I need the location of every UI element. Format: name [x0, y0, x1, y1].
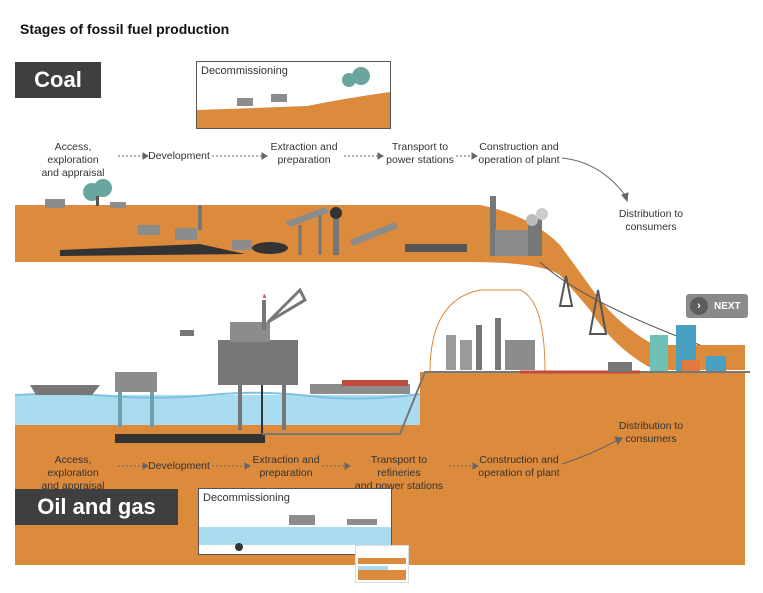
oilgas-step-construction: Construction and operation of plant	[478, 454, 560, 479]
coal-step-distribution: Distribution to consumers	[618, 208, 684, 233]
coal-section-label: Coal	[15, 62, 101, 98]
coal-step-construction: Construction and operation of plant	[478, 141, 560, 166]
coal-decommissioning-title: Decommissioning	[201, 65, 288, 77]
oilgas-step-exploration: Access, exploration and appraisal	[41, 454, 105, 492]
coal-step-development: Development	[148, 150, 210, 162]
oilgas-step-development: Development	[148, 460, 210, 472]
oil-reservoir	[115, 434, 265, 443]
chevron-right-icon: ›	[690, 297, 708, 315]
thumbnail-preview	[358, 558, 406, 580]
next-button-label: NEXT	[714, 300, 741, 312]
oilgas-decommissioning-scene	[199, 515, 391, 551]
oilgas-decommissioning-title: Decommissioning	[203, 492, 290, 504]
sea-water	[15, 395, 420, 425]
coal-step-transport: Transport to power stations	[386, 141, 454, 166]
oilgas-step-distribution: Distribution to consumers	[618, 420, 684, 445]
coal-step-exploration: Access, exploration and appraisal	[41, 141, 105, 179]
oilgas-step-extraction: Extraction and preparation	[252, 454, 320, 479]
oilgas-section-label: Oil and gas	[15, 489, 178, 525]
coal-decommissioning-panel: Decommissioning	[196, 61, 391, 129]
next-button[interactable]: › NEXT	[686, 294, 748, 318]
coal-step-extraction: Extraction and preparation	[270, 141, 338, 166]
coal-seam	[60, 244, 245, 256]
oilgas-ground	[15, 372, 745, 565]
diagram-title: Stages of fossil fuel production	[20, 21, 230, 37]
slide-thumbnail[interactable]	[355, 545, 409, 583]
oilgas-decommissioning-panel: Decommissioning	[198, 488, 392, 555]
coal-decommissioning-scene	[197, 67, 390, 128]
